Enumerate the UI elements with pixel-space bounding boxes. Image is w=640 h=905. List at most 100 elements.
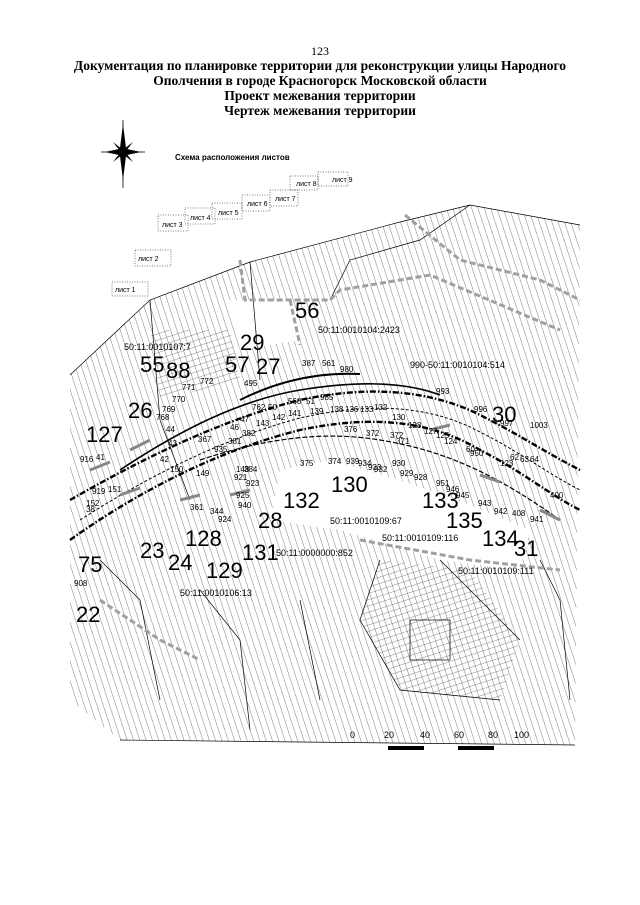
sheet-label-5: лист 5 bbox=[218, 210, 239, 217]
point-number: 942 bbox=[494, 507, 508, 516]
point-number: 47 bbox=[240, 415, 249, 424]
point-number: 950 bbox=[470, 449, 484, 458]
sheet-label-8: лист 8 bbox=[296, 181, 317, 188]
point-number: 130 bbox=[392, 413, 406, 422]
point-number: 929 bbox=[400, 469, 414, 478]
scale-segment bbox=[458, 746, 494, 750]
scale-tick: 60 bbox=[454, 730, 464, 740]
parcel-number: 57 bbox=[225, 352, 249, 377]
point-number: 408 bbox=[512, 509, 526, 518]
point-number: 945 bbox=[456, 491, 470, 500]
parcel-number: 129 bbox=[206, 558, 243, 583]
inset-title: Схема расположения листов bbox=[175, 153, 290, 162]
title-line-3: Проект межевания территории bbox=[224, 88, 416, 103]
scale-tick: 0 bbox=[350, 730, 355, 740]
point-number: 42 bbox=[160, 455, 169, 464]
point-number: 935 bbox=[214, 445, 228, 454]
title-line-4: Чертеж межевания территории bbox=[224, 103, 416, 118]
point-number: 143 bbox=[256, 419, 270, 428]
point-number: 125 bbox=[436, 431, 450, 440]
point-number: 46 bbox=[230, 423, 239, 432]
point-number: 344 bbox=[210, 507, 224, 516]
point-number: 381 bbox=[228, 437, 242, 446]
point-number: 769 bbox=[162, 405, 176, 414]
parcel-number: 127 bbox=[86, 422, 123, 447]
point-number: 997 bbox=[500, 419, 514, 428]
point-number: 128 bbox=[408, 421, 422, 430]
point-number: 770 bbox=[172, 395, 186, 404]
point-number: 946 bbox=[446, 485, 460, 494]
cadastral-number: 50:11:0000000:852 bbox=[276, 548, 353, 558]
red-lines-boundary bbox=[99, 213, 581, 662]
point-number: 64 bbox=[530, 455, 539, 464]
point-number: 941 bbox=[530, 515, 544, 524]
scale-tick: 80 bbox=[488, 730, 498, 740]
parcel-numbers-large: 56 29 55 88 57 27 26 127 30 132 130 133 … bbox=[76, 298, 538, 627]
point-number: 51 bbox=[306, 397, 315, 406]
point-number: 1003 bbox=[530, 421, 548, 430]
parcel-number: 88 bbox=[166, 358, 190, 383]
parcel-number: 26 bbox=[128, 398, 152, 423]
parcel-number: 133 bbox=[422, 488, 459, 513]
point-number: 44 bbox=[166, 425, 175, 434]
scale-tick: 40 bbox=[420, 730, 430, 740]
cadastral-number: 50:11:0010106:13 bbox=[180, 588, 252, 598]
point-number: 371 bbox=[396, 437, 410, 446]
point-number: 124 bbox=[444, 437, 458, 446]
point-number: 376 bbox=[344, 425, 358, 434]
point-number: 150 bbox=[170, 465, 184, 474]
point-number: 133 bbox=[360, 405, 374, 414]
scale-tick: 20 bbox=[384, 730, 394, 740]
title-line-2: Ополчения в городе Красногорск Московско… bbox=[153, 73, 487, 88]
parcel-number: 22 bbox=[76, 602, 100, 627]
point-number: 925 bbox=[236, 491, 250, 500]
sheet-label-9: лист 9 bbox=[332, 177, 353, 184]
parcel-number: 23 bbox=[140, 538, 164, 563]
street-road-lines bbox=[69, 372, 581, 541]
point-number: 980 bbox=[340, 365, 354, 374]
point-number: 148 bbox=[236, 465, 250, 474]
parcel-number: 130 bbox=[331, 472, 368, 497]
sheet-label-7: лист 7 bbox=[275, 196, 296, 203]
sheet-label-2: лист 2 bbox=[138, 256, 159, 263]
point-number: 772 bbox=[200, 377, 214, 386]
point-number: 151 bbox=[108, 485, 122, 494]
parcel-number: 31 bbox=[514, 536, 538, 561]
point-number: 768 bbox=[156, 413, 170, 422]
parcel-number: 28 bbox=[258, 508, 282, 533]
point-number: 928 bbox=[414, 473, 428, 482]
parcel-number: 56 bbox=[295, 298, 319, 323]
point-number: 62 bbox=[510, 453, 519, 462]
point-number: 916 bbox=[80, 455, 94, 464]
point-number: 495 bbox=[244, 379, 258, 388]
parcel-number: 134 bbox=[482, 526, 519, 551]
cadastral-number: 50:11:0010109:67 bbox=[330, 516, 402, 526]
point-number: 41 bbox=[96, 453, 105, 462]
parcel-number: 131 bbox=[242, 540, 279, 565]
compass-rose-icon bbox=[101, 120, 145, 188]
point-number: 996 bbox=[474, 405, 488, 414]
parcel-number: 132 bbox=[283, 488, 320, 513]
title-line-1: Документация по планировке территории дл… bbox=[73, 58, 567, 73]
point-number: 384 bbox=[244, 465, 258, 474]
document-title: Документация по планировке территории дл… bbox=[40, 58, 600, 118]
parcel-hatching bbox=[70, 205, 580, 745]
parcel-number: 75 bbox=[78, 552, 102, 577]
point-number: 141 bbox=[288, 409, 302, 418]
point-number: 924 bbox=[218, 515, 232, 524]
parcel-boundaries bbox=[69, 204, 581, 746]
point-number: 50 bbox=[268, 403, 277, 412]
parcel-number: 29 bbox=[240, 330, 264, 355]
point-number: 400 bbox=[550, 491, 564, 500]
point-number: 934 bbox=[358, 459, 372, 468]
point-number: 921 bbox=[234, 473, 248, 482]
point-number: 43 bbox=[168, 439, 177, 448]
point-number: 361 bbox=[190, 503, 204, 512]
scale-tick: 100 bbox=[514, 730, 529, 740]
parcel-number: 135 bbox=[446, 508, 483, 533]
point-number: 985 bbox=[320, 393, 334, 402]
point-number: 136 bbox=[345, 405, 359, 414]
cadastral-number: 50:11:0010109:116 bbox=[382, 533, 458, 543]
